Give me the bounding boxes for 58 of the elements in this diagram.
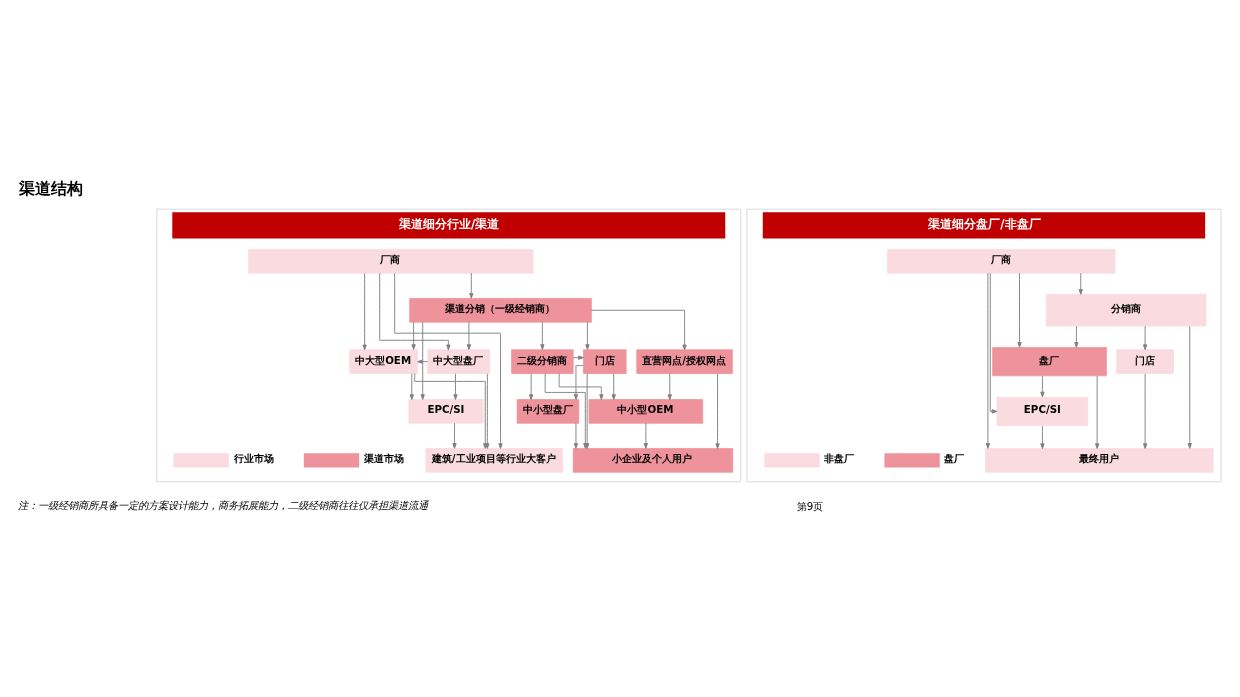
arrow <box>1187 325 1192 449</box>
arrow <box>362 272 367 350</box>
arrow <box>453 372 458 400</box>
arrow <box>466 321 472 350</box>
arrow <box>1040 424 1045 449</box>
node-box: 盘厂 <box>992 346 1107 376</box>
node-box: 门店 <box>1116 348 1174 374</box>
node-box: 门店 <box>583 348 627 374</box>
arrow <box>985 272 991 449</box>
arrow <box>573 422 579 449</box>
arrow <box>1074 325 1079 348</box>
node-box: 分销商 <box>1046 293 1207 326</box>
arrow <box>989 272 998 414</box>
node-box: 中小型盘厂 <box>516 398 580 424</box>
node-box: 建筑/工业项目等行业大客户 <box>425 447 563 473</box>
node-box: 最终用户 <box>985 447 1214 473</box>
node-box: 小企业及个人用户 <box>572 447 734 473</box>
arrow <box>420 321 425 400</box>
node-box: EPC/SI <box>408 398 484 424</box>
label: 注：一级经销商所具备一定的方案设计能力，商务拓展能力，二级经销商往往仅承担渠道流通 <box>18 498 429 511</box>
legend-label: 渠道市场 <box>363 451 404 464</box>
diagram-title: 渠道结构 <box>19 178 84 198</box>
arrow <box>529 372 534 400</box>
arrow <box>572 355 584 360</box>
arrow <box>585 321 590 350</box>
node-box: 厂商 <box>887 248 1116 274</box>
legend-label: 行业市场 <box>233 451 274 464</box>
arrow <box>1078 272 1083 295</box>
legend-label: 非盘厂 <box>824 451 855 464</box>
arrow <box>411 321 416 350</box>
arrow <box>591 309 687 350</box>
arrow <box>1143 372 1148 449</box>
node-box: 渠道分销（一级经销商） <box>409 297 592 323</box>
arrow <box>611 372 616 400</box>
arrow <box>573 364 584 400</box>
arrow <box>643 422 648 449</box>
node-box: 直营网点/授权网点 <box>636 348 733 374</box>
label: 第9页 <box>796 499 824 512</box>
node-box: 二级分销商 <box>511 348 574 374</box>
node-box: 厂商 <box>248 248 534 274</box>
arrow <box>452 422 457 449</box>
arrow <box>558 372 604 400</box>
arrow <box>469 272 474 299</box>
node-box: 中大型盘厂 <box>427 348 490 374</box>
node-box: EPC/SI <box>996 396 1089 426</box>
arrow <box>540 321 545 350</box>
arrow <box>1143 325 1148 350</box>
arrow <box>409 372 414 400</box>
node-box: 中小型OEM <box>588 398 704 424</box>
arrow <box>715 372 720 449</box>
arrow <box>1017 272 1022 348</box>
arrow <box>1095 375 1100 449</box>
legend-label: 盘厂 <box>944 451 965 464</box>
arrow <box>379 272 451 350</box>
arrow <box>417 359 429 364</box>
arrow <box>1040 375 1045 397</box>
arrow <box>667 372 672 400</box>
node-box: 中大型OEM <box>349 348 418 374</box>
